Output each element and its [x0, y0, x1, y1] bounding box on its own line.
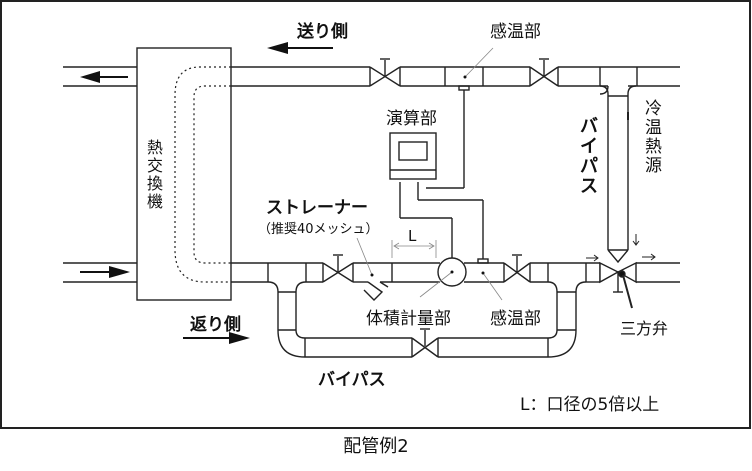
heat-exchanger: [136, 47, 232, 301]
bypass-bottom-pipe: [277, 291, 577, 358]
arrow-supply-label-icon: [267, 42, 333, 54]
temp-sensor-bottom-label: 感温部: [490, 309, 541, 329]
flow-meter-dot: [450, 270, 454, 274]
sensor-dot-top: [463, 75, 467, 79]
small-arrow-right-out-icon: [642, 253, 656, 261]
svg-text:源: 源: [645, 156, 662, 176]
svg-text:ス: ス: [580, 176, 598, 197]
return-side-label: 返り側: [190, 314, 241, 335]
strainer-label: ストレーナー: [266, 198, 368, 218]
svg-text:交: 交: [147, 156, 163, 175]
svg-text:バ: バ: [580, 116, 598, 137]
small-arrow-down-icon: [632, 234, 640, 246]
leader-temp-bottom: [482, 272, 503, 301]
arrow-supply-outlet-icon: [80, 71, 128, 83]
dimension-L: [391, 240, 437, 258]
calculator-unit: [389, 132, 437, 180]
svg-text:温: 温: [645, 118, 662, 138]
valve-top-right: [529, 58, 559, 87]
svg-text:イ: イ: [580, 136, 598, 157]
diagram-frame: [0, 0, 751, 429]
three-way-valve-label: 三方弁: [620, 319, 668, 338]
svg-text:換: 換: [147, 174, 163, 193]
svg-text:熱: 熱: [645, 137, 662, 157]
heat-source-label: 冷 温 熱 源: [645, 99, 662, 176]
strainer-note: （推奨40メッシュ）: [258, 222, 379, 237]
length-mark-label: L: [408, 227, 417, 245]
leader-strainer: [356, 237, 373, 276]
arrow-return-inlet-icon: [80, 266, 130, 278]
flow-meter-label: 体積計量部: [366, 309, 451, 329]
svg-text:冷: 冷: [645, 99, 662, 119]
svg-text:パ: パ: [580, 156, 598, 177]
flow-meter-signal-line: [399, 182, 453, 258]
strainer-dot: [370, 273, 374, 277]
arrow-return-label-icon: [183, 332, 250, 344]
sensor-dot-bottom: [481, 271, 485, 275]
heat-source-riser: [599, 85, 637, 250]
bypass-bottom-label: バイパス: [318, 370, 386, 390]
leader-temp-top: [464, 47, 494, 78]
note-label: L：口径の5倍以上: [520, 395, 659, 415]
return-pipe: [63, 262, 323, 331]
calculator-label: 演算部: [386, 109, 437, 129]
svg-text:熱: 熱: [147, 138, 163, 157]
temp-sensor-top-label: 感温部: [490, 22, 541, 42]
small-arrow-right-in-icon: [586, 254, 599, 262]
supply-pipe: [63, 66, 680, 87]
bypass-vertical-label: バ イ パ ス: [580, 116, 598, 197]
heat-exchanger-internal-path: [174, 66, 231, 283]
figure-caption: 配管例2: [343, 436, 409, 457]
heat-exchanger-label: 熱 交 換 機: [147, 138, 163, 211]
three-way-valve: [599, 249, 680, 309]
leader-flowmeter: [419, 271, 453, 298]
valve-top-left: [369, 58, 401, 87]
temp-sensor-top: [426, 85, 470, 189]
supply-side-label: 送り側: [297, 21, 348, 42]
svg-text:機: 機: [147, 192, 163, 211]
